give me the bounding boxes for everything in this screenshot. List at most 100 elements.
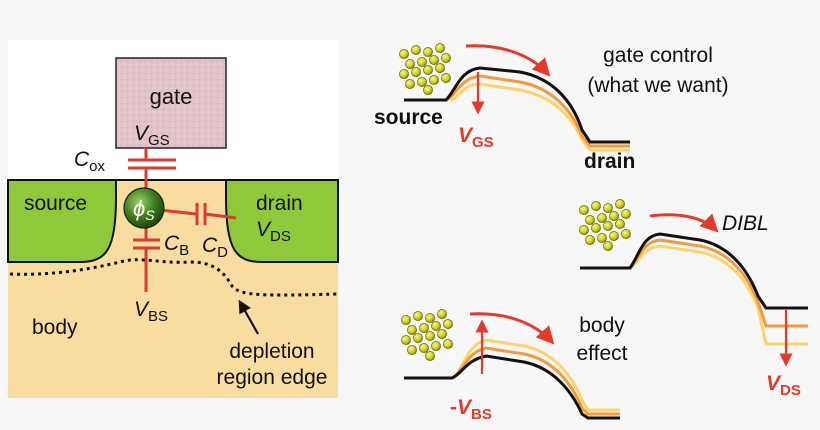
electron-dot — [609, 211, 619, 221]
electron-dot — [443, 339, 453, 349]
electron-dot — [621, 229, 631, 239]
electron-dot — [425, 351, 435, 361]
electron-dot — [591, 223, 601, 233]
band-diagram-body-effect: body effect -VBS — [401, 309, 628, 423]
electron-dot — [399, 49, 409, 59]
electron-dot — [585, 235, 595, 245]
band-lowered-1 — [628, 238, 808, 328]
current-arrow — [465, 44, 551, 77]
electron-dot — [405, 59, 415, 69]
gate-label: gate — [150, 84, 193, 109]
gate-control-caption-2: (what we want) — [587, 74, 728, 97]
depletion-label-line1: depletion — [229, 340, 314, 363]
electron-dot — [419, 343, 429, 353]
electron-dot — [419, 323, 429, 333]
electron-dot — [609, 231, 619, 241]
band-drain-label: drain — [584, 150, 635, 173]
electron-cluster — [401, 309, 453, 361]
cd-label: CD — [202, 234, 228, 261]
band-vds-label: VDS — [766, 372, 801, 399]
band-raised-1 — [451, 346, 620, 416]
surface-potential-node — [123, 187, 165, 229]
electron-dot — [603, 241, 613, 251]
electron-dot — [431, 321, 441, 331]
gate-control-caption-1: gate control — [603, 44, 713, 67]
electron-dot — [591, 201, 601, 211]
electron-dot — [437, 329, 447, 339]
current-arrow — [469, 312, 555, 345]
electron-dot — [615, 199, 625, 209]
phi-s-label: ϕS — [133, 196, 155, 223]
electron-dot — [429, 55, 439, 65]
electron-dot — [431, 341, 441, 351]
electron-dot — [423, 85, 433, 95]
electron-dot — [441, 73, 451, 83]
body-label: body — [32, 316, 78, 339]
vbs-label: VBS — [134, 298, 168, 325]
electron-dot — [411, 45, 421, 55]
dibl-caption: DIBL — [722, 212, 769, 235]
capacitor-network — [128, 148, 237, 292]
cb-label: CB — [164, 232, 189, 259]
electron-dot — [435, 43, 445, 53]
electron-dot — [423, 47, 433, 57]
band-lowered-2 — [629, 244, 808, 346]
electron-dot — [413, 311, 423, 321]
electron-dot — [435, 63, 445, 73]
electron-dot — [413, 333, 423, 343]
electron-dot — [441, 53, 451, 63]
electron-dot — [407, 345, 417, 355]
cox-label: Cox — [74, 148, 106, 175]
electron-dot — [405, 79, 415, 89]
band-lowered-2 — [449, 82, 630, 152]
electron-dot — [603, 221, 613, 231]
electron-dot — [437, 309, 447, 319]
depletion-label-line2: region edge — [217, 366, 328, 389]
electron-dot — [401, 335, 411, 345]
electron-dot — [423, 65, 433, 75]
electron-dot — [429, 75, 439, 85]
body-effect-caption-2: effect — [577, 342, 628, 365]
electron-dot — [579, 225, 589, 235]
electron-dot — [443, 319, 453, 329]
gate-electrode — [115, 57, 227, 149]
electron-cluster — [399, 43, 451, 95]
electron-dot — [417, 77, 427, 87]
band-baseline — [404, 354, 620, 420]
current-arrow — [649, 213, 719, 233]
band-diagram-dibl: DIBL VDS — [579, 199, 808, 399]
electron-dot — [425, 313, 435, 323]
depletion-pointer-arrow — [238, 299, 259, 335]
electron-dot — [615, 219, 625, 229]
vds-label: VDS — [256, 218, 291, 245]
electron-dot — [425, 331, 435, 341]
electron-dot — [603, 203, 613, 213]
electron-dot — [417, 57, 427, 67]
electron-cluster — [579, 199, 631, 251]
electron-dot — [597, 213, 607, 223]
electron-dot — [401, 315, 411, 325]
band-raised-2 — [451, 338, 620, 412]
band-vbs-label: -VBS — [450, 396, 492, 423]
source-label: source — [24, 192, 87, 215]
electron-dot — [407, 325, 417, 335]
band-source-label: source — [374, 106, 443, 129]
electron-dot — [621, 209, 631, 219]
electron-dot — [411, 67, 421, 77]
electron-dot — [579, 205, 589, 215]
band-lowered-1 — [445, 74, 630, 148]
band-vgs-label: VGS — [458, 124, 494, 151]
electron-dot — [399, 69, 409, 79]
band-diagram-gate-control: source drain VGS gate control (what we w… — [374, 43, 729, 173]
drain-region — [225, 179, 339, 263]
body-effect-caption-1: body — [579, 314, 625, 337]
band-baseline — [404, 66, 630, 144]
electron-dot — [585, 215, 595, 225]
vgs-label: VGS — [134, 122, 170, 149]
drain-label: drain — [256, 192, 303, 215]
device-cross-section: gate VGS Cox ϕS sourc — [7, 40, 339, 398]
source-region — [7, 179, 117, 263]
electron-dot — [597, 233, 607, 243]
band-baseline — [580, 232, 808, 310]
